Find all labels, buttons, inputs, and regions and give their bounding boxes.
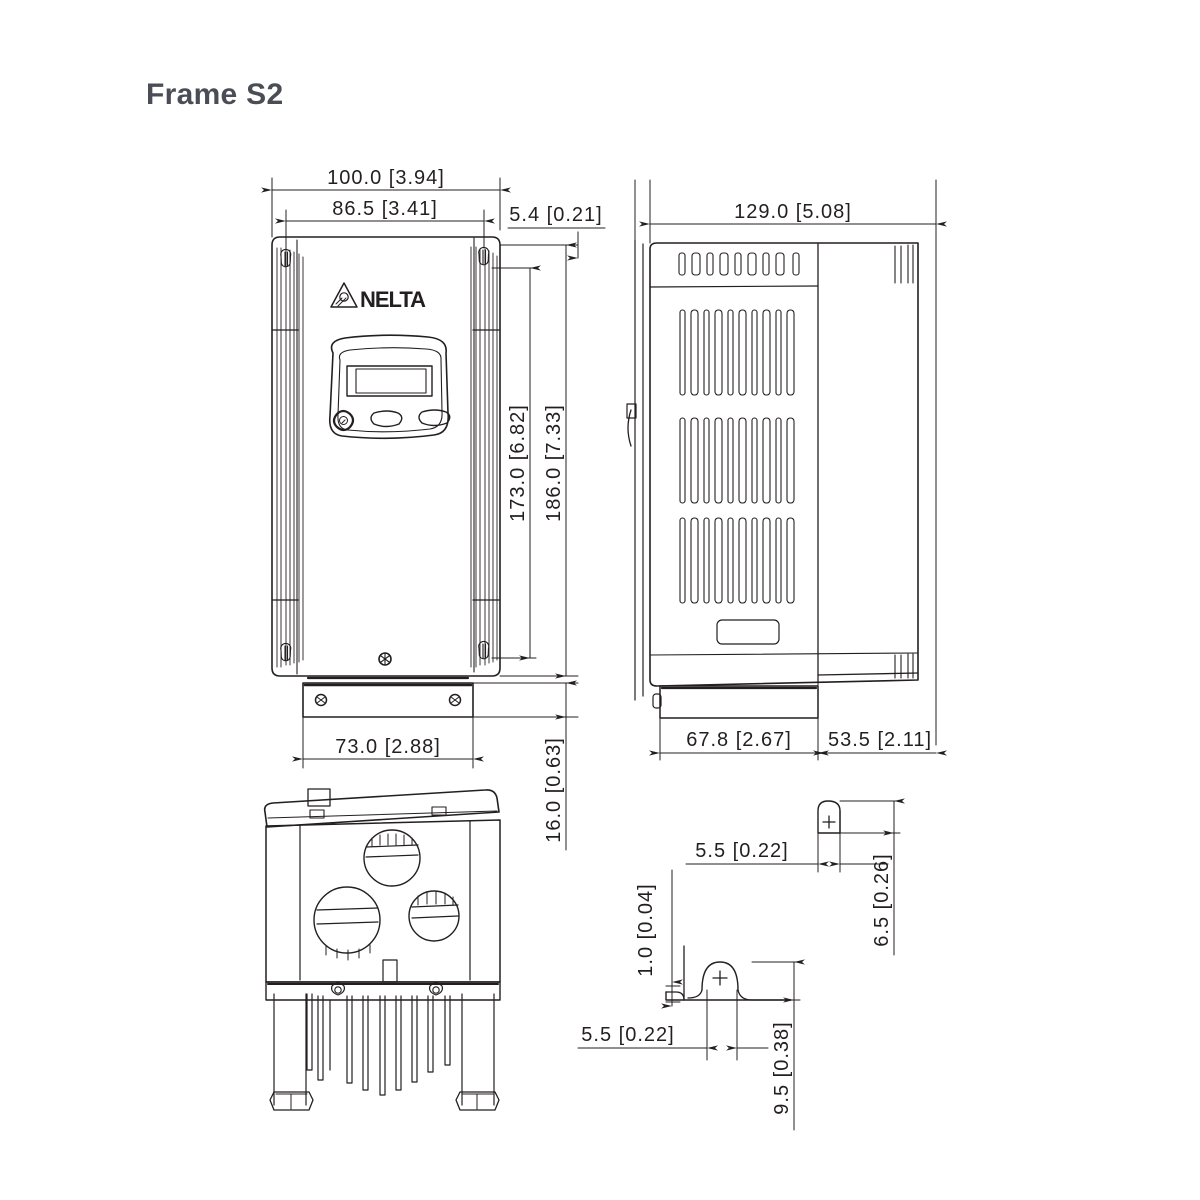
front-center-screw [378,652,392,666]
conduit-knockout [363,829,421,887]
delta-logo: NELTA [330,282,427,312]
side-label-plate [716,619,780,645]
keyhole-detail-bottom-dimensions: 5.5 [0.22] 1.0 [0.04] 9.5 [0.38] [577,869,805,1131]
heatsink-screw [429,982,443,996]
vent-slot-group [679,417,795,504]
dim-1-0: 1.0 [0.04] [635,883,657,976]
keyhole-slot [280,248,292,268]
conduit-knockout [313,886,381,961]
side-view-dimensions: 129.0 [5.08] 67.8 [2.67] 53.5 [2.11] [634,179,947,761]
heatsink-fins [273,993,495,1106]
dim-5-5-b: 5.5 [0.22] [581,1024,674,1046]
conduit-knockout [408,890,460,942]
dim-67-8: 67.8 [2.67] [686,729,792,751]
dim-186-0: 186.0 [7.33] [543,404,565,522]
dim-16-0: 16.0 [0.63] [543,737,565,843]
front-view: NELTA [271,236,501,718]
dim-53-5: 53.5 [2.11] [828,729,932,751]
top-vent-slots [678,252,800,276]
dim-6-5: 6.5 [0.26] [871,853,893,946]
keypad-display [346,365,433,397]
heatsink-screw [331,982,345,996]
potentiometer-knob[interactable] [332,409,355,432]
vent-slot-group [679,309,795,396]
keyhole-slot [478,246,490,266]
side-bottom-plate [659,685,819,719]
keyhole-detail-top-dimensions: 5.5 [0.22] 6.5 [0.26] [685,798,905,956]
delta-logo-text: NELTA [360,287,426,312]
keyhole-detail-bottom [665,945,791,1001]
keyhole-slot [478,640,490,660]
dim-73-0: 73.0 [2.88] [335,736,441,758]
dim-5-4: 5.4 [0.21] [509,204,602,226]
dim-86-5: 86.5 [3.41] [332,198,438,220]
bottom-view [263,788,501,1111]
vent-slot-group [679,517,795,604]
page-title: Frame S2 [146,78,284,111]
dim-129-0: 129.0 [5.08] [734,201,852,223]
keyhole-slot [280,642,292,662]
dim-9-5: 9.5 [0.38] [771,1021,793,1114]
front-view-dimensions: 100.0 [3.94] 86.5 [3.41] 5.4 [0.21] 173.… [261,167,606,851]
cover-screw [314,693,328,707]
cover-screw [448,693,462,707]
side-view [626,239,919,719]
dim-173-0: 173.0 [6.82] [507,404,529,522]
keypad-button-right [418,409,451,427]
keypad-button-left [370,410,403,428]
keyhole-detail-top [817,800,841,834]
terminal-cover [302,676,474,718]
dim-5-5-a: 5.5 [0.22] [695,840,788,862]
dim-100-0: 100.0 [3.94] [327,167,445,189]
